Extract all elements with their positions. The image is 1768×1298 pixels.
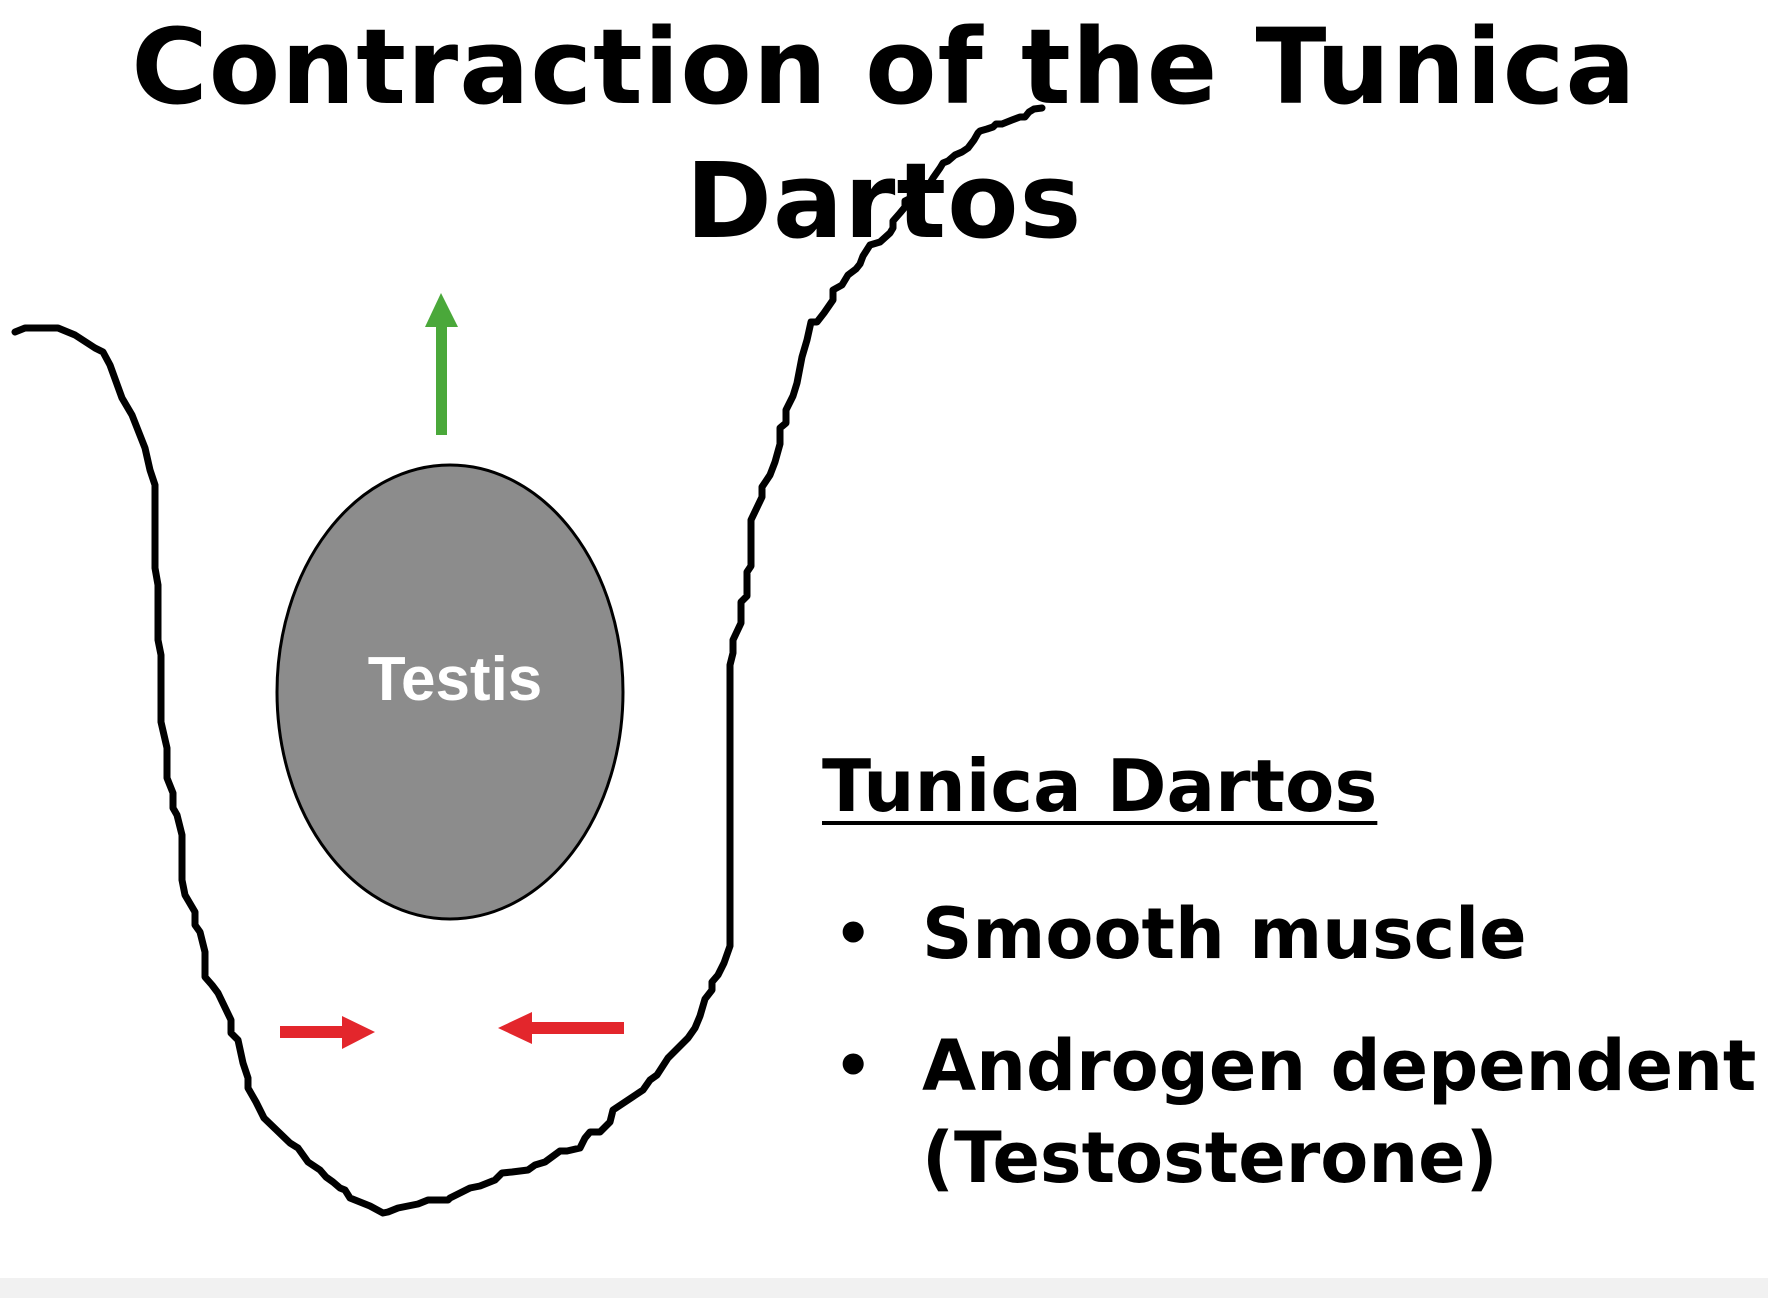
bullet-list: • Smooth muscle • Androgen dependent (Te… <box>822 888 1762 1244</box>
bullet-text: Androgen dependent <box>922 1025 1757 1107</box>
footer-strip <box>0 1278 1768 1298</box>
bullet-icon: • <box>834 899 873 969</box>
title-line-1: Contraction of the Tunica <box>131 6 1637 128</box>
right-arrow-icon <box>280 1016 375 1049</box>
testis <box>275 463 625 921</box>
bullet-icon: • <box>834 1031 873 1101</box>
scrotum-outline <box>11 104 1046 1217</box>
testis-label: Testis <box>368 645 543 714</box>
left-arrow-icon <box>498 1012 624 1044</box>
info-heading: Tunica Dartos <box>822 744 1378 828</box>
bullet-subtext: (Testosterone) <box>922 1117 1498 1199</box>
bullet-item-smooth-muscle: • Smooth muscle <box>822 888 1762 980</box>
slide-title: Contraction of the Tunica Dartos <box>0 0 1768 268</box>
upward-arrow-icon <box>425 293 458 435</box>
bullet-text: Smooth muscle <box>922 893 1527 975</box>
bullet-item-androgen-dependent: • Androgen dependent (Testosterone) <box>822 1020 1762 1204</box>
